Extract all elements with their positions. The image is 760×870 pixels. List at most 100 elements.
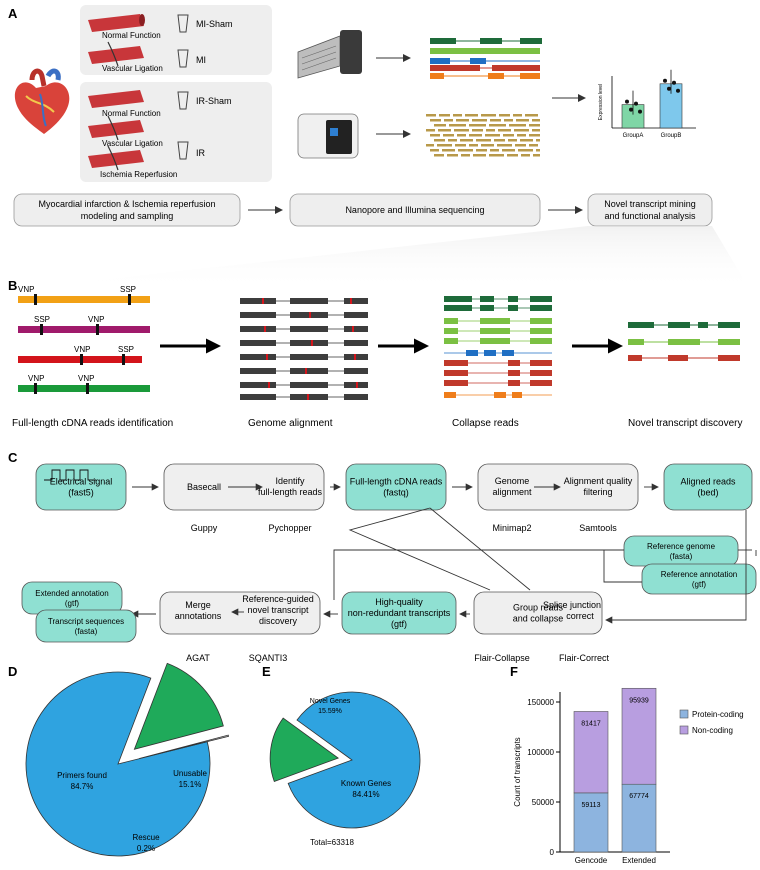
collapsed-exon xyxy=(444,296,472,302)
collapsed-exon xyxy=(444,305,472,311)
short-read xyxy=(460,139,473,142)
node-basecall: Basecall xyxy=(187,482,221,492)
step-box-sequencing: Nanopore and Illumina sequencing xyxy=(289,193,541,227)
short-read xyxy=(465,114,478,117)
short-read xyxy=(517,134,526,137)
short-read xyxy=(461,154,470,157)
flow-connector xyxy=(348,507,491,591)
waveform-icon xyxy=(44,469,96,481)
node-electrical-signal-label: (fast5) xyxy=(68,488,94,498)
condition-label: Normal Function xyxy=(102,109,161,118)
sample-label: MI-Sham xyxy=(196,19,233,29)
data-point xyxy=(629,107,633,112)
short-read xyxy=(453,114,462,117)
mismatch-mark xyxy=(356,382,358,388)
short-read xyxy=(532,119,540,122)
collapsed-exon xyxy=(530,380,552,386)
short-read xyxy=(434,154,444,157)
pie-slice xyxy=(25,671,211,857)
tube-icon xyxy=(177,141,189,160)
short-read xyxy=(443,134,454,137)
short-read xyxy=(472,129,483,132)
collapsed-exon xyxy=(484,350,496,356)
short-read xyxy=(469,144,478,147)
short-read xyxy=(498,129,511,132)
collapsed-exon xyxy=(444,360,468,366)
short-read xyxy=(442,149,455,152)
data-point xyxy=(663,78,667,83)
collapsed-exon xyxy=(530,296,552,302)
mismatch-mark xyxy=(264,326,266,332)
aligned-exon xyxy=(290,368,328,374)
panel-label-f: F xyxy=(510,664,518,679)
tool-label: AGAT xyxy=(186,653,210,663)
collapsed-exon xyxy=(444,380,468,386)
flow-connector xyxy=(333,549,604,600)
aligned-exon xyxy=(290,326,328,332)
legend-swatch xyxy=(679,709,689,719)
short-read xyxy=(426,144,434,147)
mismatch-mark xyxy=(262,298,264,304)
tool-label: SQANTI3 xyxy=(249,653,288,663)
aligned-exon xyxy=(344,326,368,332)
primer-label: VNP xyxy=(28,374,44,383)
mismatch-mark xyxy=(307,394,309,400)
tick-label: GroupB xyxy=(661,133,682,139)
aligned-exon xyxy=(344,340,368,346)
primer-label: VNP xyxy=(74,345,90,354)
short-read xyxy=(494,139,505,142)
node-identify-reads: full-length reads xyxy=(258,487,323,497)
node-reference-genome-label: Reference genome xyxy=(647,542,716,551)
condition-label: Normal Function xyxy=(102,31,161,40)
short-read xyxy=(504,119,513,122)
tool-label: Minimap2 xyxy=(492,523,531,533)
sample-label: IR-Sham xyxy=(196,96,232,106)
primer-label: VNP xyxy=(78,374,94,383)
data-label: 81417 xyxy=(581,720,601,727)
aligned-exon xyxy=(240,312,276,318)
y-tick-label: 100000 xyxy=(527,748,554,757)
stacked-bar-segment xyxy=(573,792,609,853)
flow-connector xyxy=(603,550,642,583)
short-read xyxy=(529,144,538,147)
step-caption: Full-length cDNA reads identification xyxy=(12,418,173,429)
collapsed-exon xyxy=(494,392,506,398)
short-read xyxy=(516,119,529,122)
collapsed-exon xyxy=(512,392,522,398)
node-splice-correct: Splice junction xyxy=(543,600,601,610)
tool-label: Pychopper xyxy=(268,523,311,533)
short-read xyxy=(529,134,540,137)
aligned-exon xyxy=(240,354,276,360)
primer-label: SSP xyxy=(118,345,134,354)
y-tick-label: 0 xyxy=(550,848,555,857)
node-merge-annotations: Merge xyxy=(185,600,211,610)
short-read xyxy=(520,139,533,142)
aligned-exon xyxy=(290,354,328,360)
node-identify-reads: Identify xyxy=(275,476,305,486)
data-point xyxy=(676,88,680,93)
tool-label: Samtools xyxy=(579,523,617,533)
short-read xyxy=(430,119,441,122)
short-read xyxy=(497,144,512,147)
aligned-exon xyxy=(240,394,276,400)
pipeline-flowchart: Electrical signal(fast5) Basecall Identify… xyxy=(21,463,757,663)
short-read xyxy=(525,114,538,117)
short-read xyxy=(437,144,452,147)
node-high-quality-transcripts-label: High-quality xyxy=(375,597,423,607)
primer-label: VNP xyxy=(18,285,34,294)
mismatch-mark xyxy=(352,326,354,332)
node-reference-annotation-label: (gtf) xyxy=(692,580,707,589)
collapsed-exon xyxy=(480,318,510,324)
collapsed-exon xyxy=(530,318,552,324)
aligned-exon xyxy=(240,298,276,304)
node-electrical-signal-label: Electrical signal xyxy=(50,477,113,487)
short-read xyxy=(473,154,486,157)
short-read xyxy=(514,129,529,132)
heart-icon xyxy=(14,68,70,134)
slice-value: 84.7% xyxy=(71,782,94,791)
collapsed-exon xyxy=(480,328,510,334)
collapsed-exon xyxy=(480,296,494,302)
slice-value: 84.41% xyxy=(352,790,379,799)
